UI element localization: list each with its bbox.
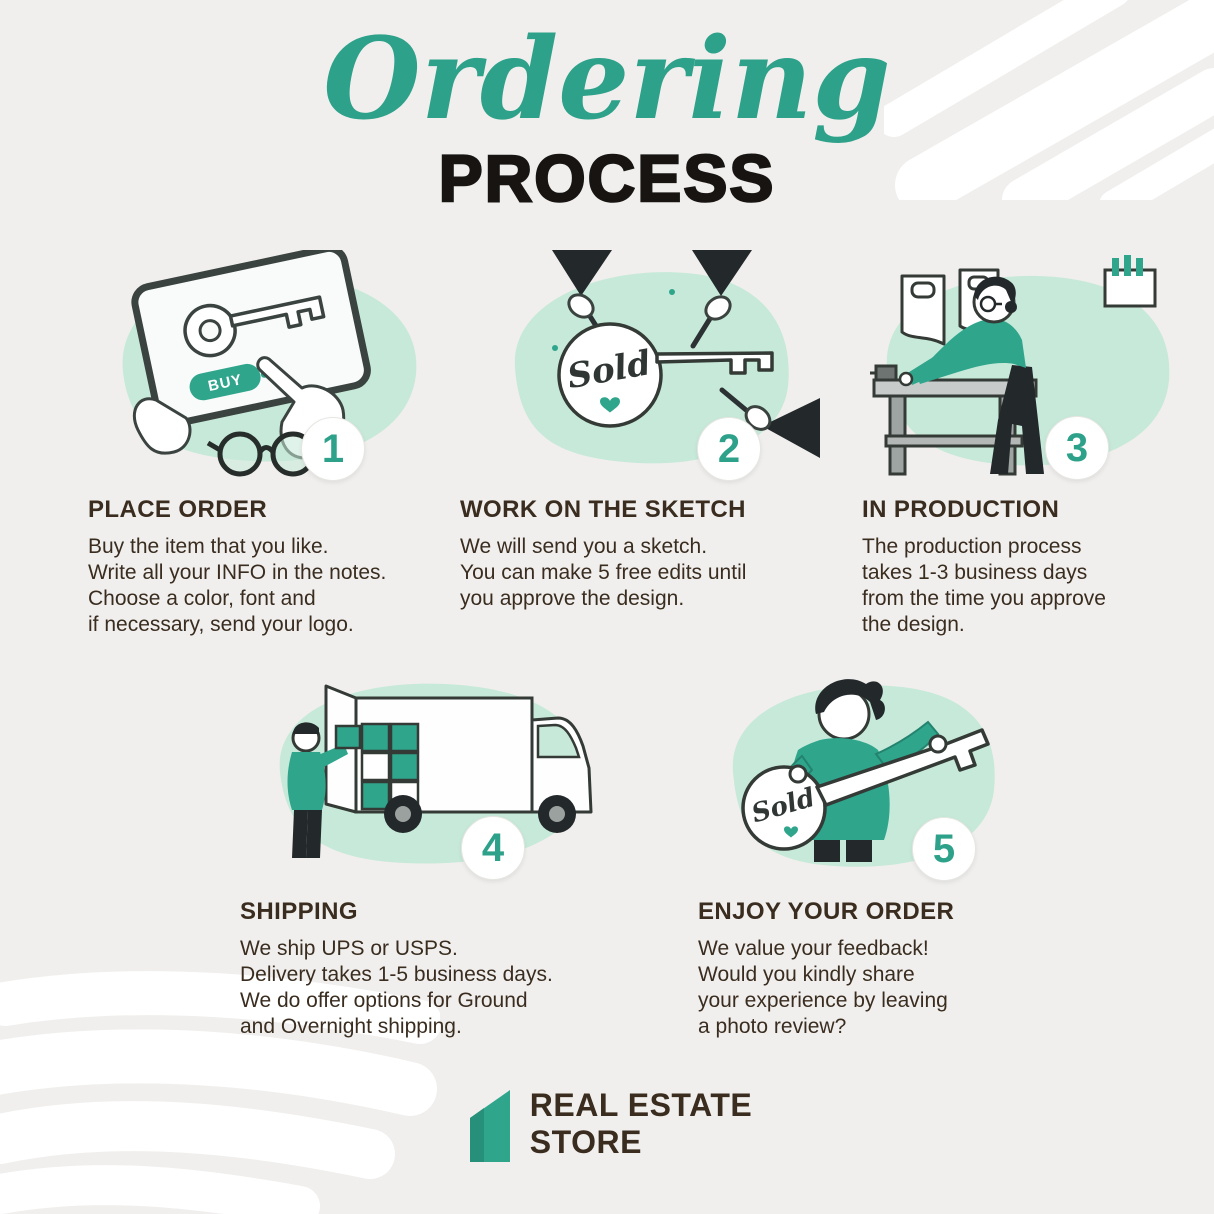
step-number: 3 [1065,425,1089,470]
step-heading: ENJOY YOUR ORDER [698,898,955,925]
brand-name: REAL ESTATE STORE [530,1087,752,1161]
step-number-badge: 2 [697,417,761,481]
step-number-badge: 5 [912,817,976,881]
holding-hand-icon [132,397,192,455]
brand-name-line1: REAL ESTATE [529,1087,753,1124]
footer-brand: REAL ESTATE STORE [0,1086,1214,1162]
step-1-place-order: BUY 1 PLACE ORDE [88,244,448,638]
step-heading: SHIPPING [240,898,358,925]
step-2-illustration-area: Sold [460,250,820,482]
step-heading: PLACE ORDER [88,496,268,523]
brand-logo [469,1090,510,1162]
step-5-illustration-area: Sold [698,662,1030,884]
step-description: We will send you a sketch. You can make … [460,535,747,611]
step-number: 1 [321,426,345,471]
step-5-enjoy-order: Sold 5 ENJOY YOUR ORDER We value your fe… [698,662,1030,1040]
buy-button-label: BUY [207,371,244,395]
step-description: The production process takes 1-3 busines… [862,535,1106,637]
box-icon [334,724,362,750]
step-3-illustration-area [862,250,1194,482]
hand-icon [788,764,808,784]
production-illustration [870,255,1170,476]
enjoy-order-illustration: Sold [732,679,995,867]
step-description: We value your feedback! Would you kindly… [698,937,948,1039]
heart-icon [784,826,798,838]
title-process: PROCESS [437,140,776,217]
step-heading: WORK ON THE SKETCH [460,496,746,523]
step-number-badge: 4 [461,816,525,880]
step-3-in-production: 3 IN PRODUCTION The production process t… [862,250,1194,638]
worker-figure [898,276,1044,474]
tablet: BUY [131,244,371,428]
step-number-badge: 1 [301,417,365,481]
step-4-shipping: 4 SHIPPING We ship UPS or USPS. Delivery… [240,662,620,1040]
sketch-illustration: Sold [514,250,820,464]
step-number: 5 [932,826,956,871]
step-description: Buy the item that you like. Write all yo… [88,535,387,637]
step-number: 4 [481,825,505,870]
headphone-icon [1005,301,1017,313]
key-icon [183,295,326,358]
courier-figure [287,722,362,858]
step-1-illustration-area: BUY [88,244,448,482]
vise-icon [870,364,898,382]
title-ordering: Ordering [323,14,891,145]
hand-icon [928,734,948,754]
step-number: 2 [717,426,741,471]
heart-icon [600,397,620,413]
step-number-badge: 3 [1045,416,1109,480]
step-heading: IN PRODUCTION [862,496,1060,523]
delivery-van [324,684,593,833]
step-2-work-on-sketch: Sold 2 WORK ON THE SKETCH We will send y… [460,250,820,612]
tool-rack [1103,255,1157,308]
brand-name-line2: STORE [529,1124,642,1160]
key-prop: Sold [741,728,990,851]
sold-sign: Sold [557,322,774,428]
step-4-illustration-area [240,662,620,884]
place-order-illustration: BUY [122,244,417,477]
hand-icon [567,293,772,431]
step-description: We ship UPS or USPS. Delivery takes 1-5 … [240,937,553,1039]
shipping-illustration [279,683,593,864]
sleeve-icon [552,250,820,458]
